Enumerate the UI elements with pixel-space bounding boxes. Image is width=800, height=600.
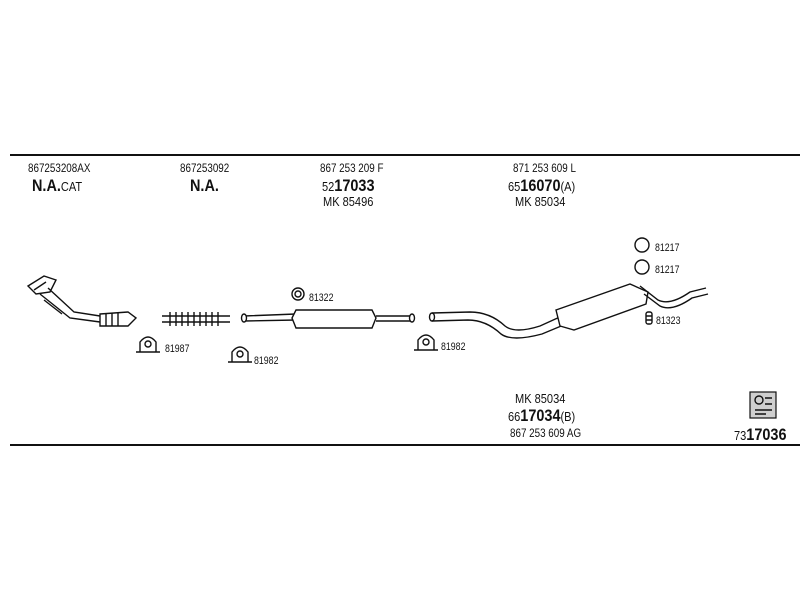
mk-col3: MK 85496 [323, 194, 374, 209]
ring3-label: 81217 [655, 264, 680, 276]
part-number-col2: 867253092 [180, 161, 230, 175]
code-bottom-suffix: (B) [560, 409, 576, 424]
code-col3-prefix: 52 [322, 179, 335, 194]
rear-silencer-assembly [428, 283, 709, 339]
part-number-bottom: 867 253 609 AG [510, 426, 582, 440]
ring1-label: 81322 [309, 292, 334, 304]
clamp2-label: 81982 [254, 355, 279, 367]
mk-col4: MK 85034 [515, 194, 566, 209]
name-col1-suffix: CAT [60, 179, 83, 194]
ring-81217-a [634, 237, 650, 253]
code-bottom-right: 7317036 [734, 426, 786, 443]
flex-pipe [162, 312, 230, 326]
clamp-81987 [136, 336, 160, 353]
part-number-col4: 871 253 609 L [513, 161, 576, 175]
front-pipe-catalyst [26, 275, 138, 327]
clamp1-label: 81987 [165, 343, 190, 355]
front-silencer [240, 309, 416, 329]
hanger-81323 [645, 311, 653, 325]
code-bottom-right-main: 17036 [746, 425, 787, 444]
code-bottom: 6617034(B) [508, 407, 575, 424]
name-col2: N.A. [190, 176, 219, 195]
ring-81217-b [634, 259, 650, 275]
name-col1-main: N.A. [32, 176, 61, 195]
part-number-col3: 867 253 209 F [320, 161, 384, 175]
hanger-label: 81323 [656, 315, 681, 327]
code-col4-main: 16070 [520, 176, 561, 195]
code-col3: 5217033 [322, 177, 374, 194]
code-col4-prefix: 65 [508, 179, 521, 194]
ring2-label: 81217 [655, 242, 680, 254]
name-col1: N.A.CAT [32, 177, 82, 194]
ring-81322 [291, 287, 305, 301]
code-col3-main: 17033 [334, 176, 375, 195]
clamp3-label: 81982 [441, 341, 466, 353]
clamp-81982-a [228, 346, 252, 363]
part-number-col1: 867253208AX [28, 161, 91, 175]
clamp-81982-b [414, 334, 438, 351]
top-divider [10, 154, 800, 156]
code-col4: 6516070(A) [508, 177, 575, 194]
code-col4-suffix: (A) [560, 179, 576, 194]
code-bottom-prefix: 66 [508, 409, 521, 424]
mounting-kit-icon [749, 391, 777, 419]
mk-bottom: MK 85034 [515, 391, 566, 406]
code-bottom-main: 17034 [520, 406, 561, 425]
code-bottom-right-prefix: 73 [734, 428, 747, 443]
bottom-divider [10, 444, 800, 446]
